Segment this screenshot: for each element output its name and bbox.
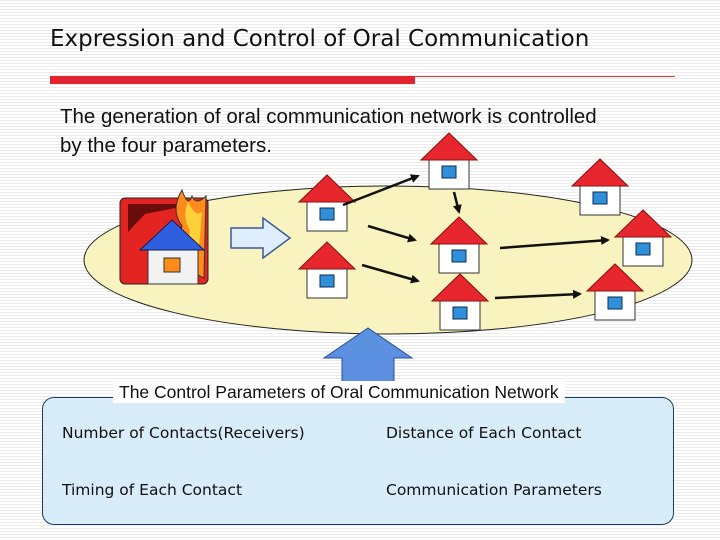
parameter-timing-of-contact: Timing of Each Contact	[62, 481, 243, 499]
contact-arrow	[342, 174, 420, 207]
title-underline-rule	[415, 76, 675, 77]
contact-arrow	[367, 224, 417, 243]
receiver-house-icon	[571, 158, 629, 216]
transmission-arrow-icon	[230, 216, 292, 260]
parameter-communication: Communication Parameters	[386, 481, 602, 499]
slide-title: Expression and Control of Oral Communica…	[50, 26, 590, 52]
parameter-distance-of-contact: Distance of Each Contact	[386, 424, 582, 442]
intro-text: The generation of oral communication net…	[60, 105, 597, 157]
contact-arrow	[452, 191, 462, 214]
control-parameters-heading: The Control Parameters of Oral Communica…	[113, 381, 565, 403]
control-parameters-panel	[42, 397, 674, 525]
contact-arrow	[361, 263, 420, 284]
parameter-number-of-contacts: Number of Contacts(Receivers)	[62, 424, 305, 442]
contact-arrow	[494, 289, 582, 300]
contact-arrow	[499, 236, 610, 250]
title-underline-accent	[50, 76, 415, 84]
source-house-fire-icon	[119, 188, 209, 285]
